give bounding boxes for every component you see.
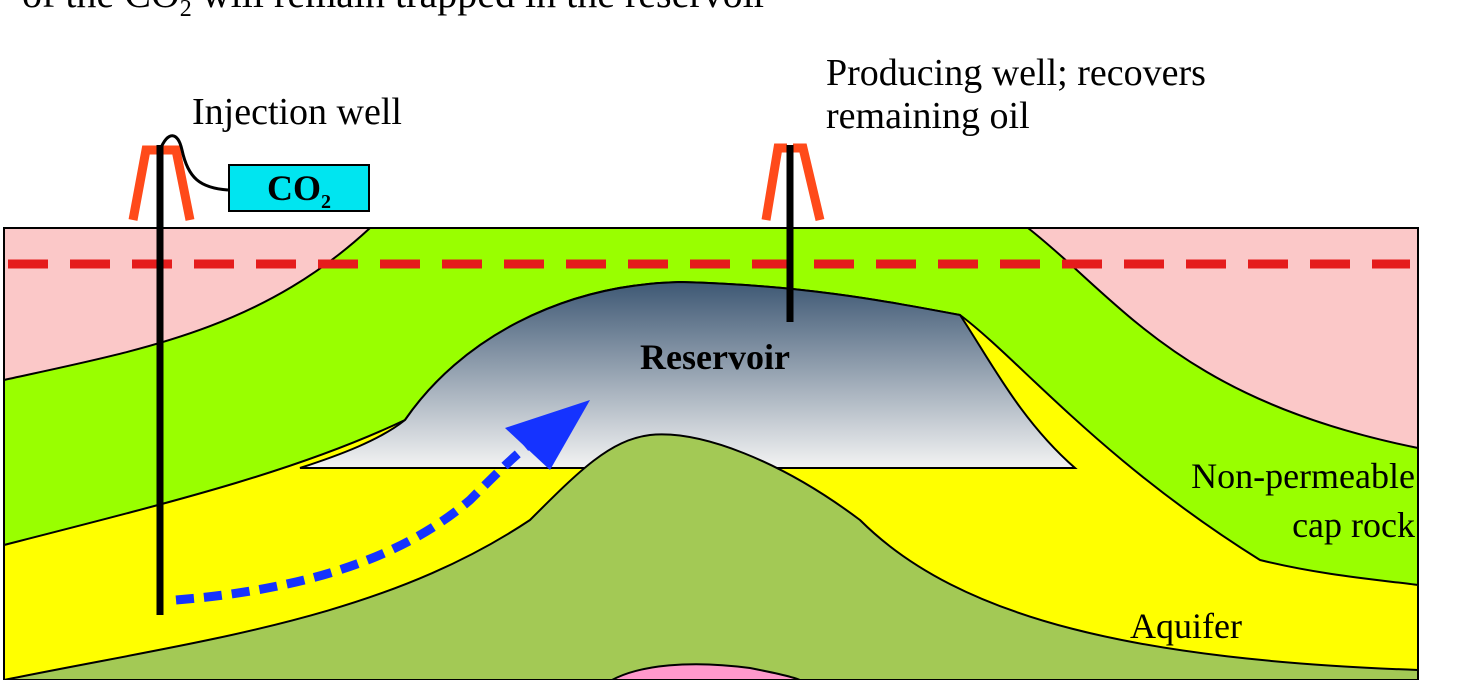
injection-well-label: Injection well [192,91,402,133]
co2-flow-arrow-icon [175,400,590,605]
co2-label-box: CO2 [228,164,370,213]
reservoir-label: Reservoir [640,337,790,377]
co2-supply-hose [158,134,229,192]
page-title: of the CO2 will remain trapped in the re… [22,0,767,22]
reservoir-body [299,280,1078,469]
pink-core [611,663,801,680]
producing-derrick-icon [761,143,825,222]
producing-well-label: Producing well; recovers remaining oil [826,52,1206,137]
injection-derrick-icon [128,145,195,221]
cap-rock-label: Non-permeable cap rock [1191,456,1415,545]
aquifer-label: Aquifer [1130,606,1242,646]
basement-dome [3,433,1419,680]
